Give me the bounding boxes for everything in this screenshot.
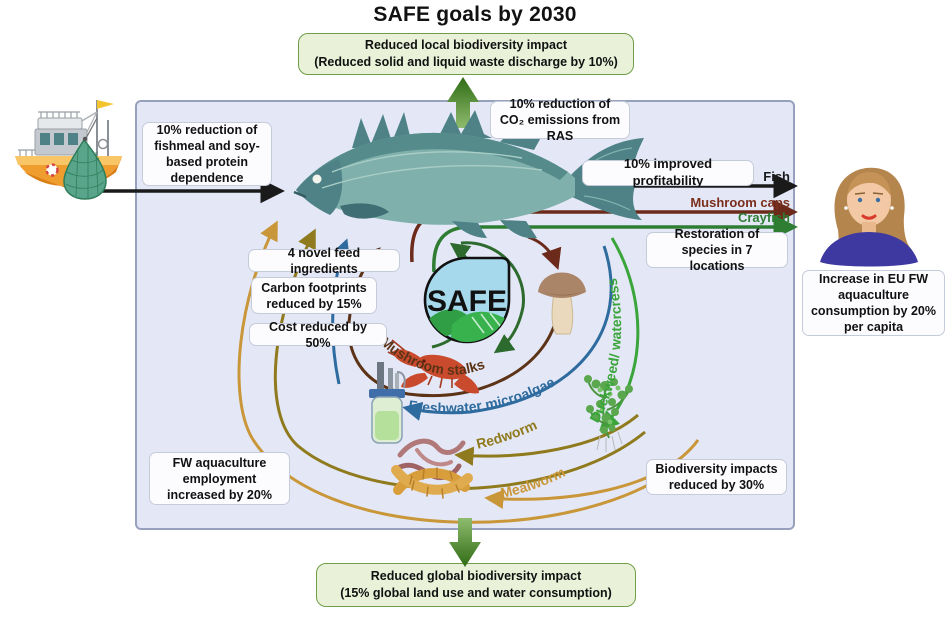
fish-flow-label: Fish: [763, 169, 790, 184]
box-text: FW aquaculture employment increased by 2…: [167, 455, 272, 502]
box-text: Cost reduced by 50%: [269, 319, 367, 350]
consumption-box: Increase in EU FW aquaculture consumptio…: [802, 270, 945, 336]
page-title: SAFE goals by 2030: [373, 3, 577, 26]
global-biodiversity-goal-box: Reduced global biodiversity impact (15% …: [316, 563, 636, 607]
cost-reduction-box: Cost reduced by 50%: [249, 320, 387, 350]
goal-line: (15% global land use and water consumpti…: [340, 586, 612, 600]
goal-line: Reduced local biodiversity impact: [364, 38, 568, 53]
employment-box: FW aquaculture employment increased by 2…: [149, 452, 290, 505]
profitability-box: 10% improved profitability: [582, 156, 754, 188]
box-text: 4 novel feed ingredients: [287, 245, 361, 276]
local-biodiversity-goal-box: Reduced local biodiversity impact (Reduc…: [298, 33, 634, 75]
restoration-box: Restoration of species in 7 locations: [646, 227, 788, 273]
carbon-footprint-box: Carbon footprints reduced by 15%: [251, 277, 377, 314]
box-text: 10% reduction of fishmeal and soy-based …: [154, 123, 260, 185]
box-text: 10% improved profitability: [623, 156, 713, 188]
co2-reduction-box: 10% reduction of CO₂ emissions from RAS: [490, 97, 630, 143]
goal-line: (Reduced solid and liquid waste discharg…: [314, 55, 618, 69]
goal-line: Reduced global biodiversity impact: [370, 569, 582, 584]
box-text: Increase in EU FW aquaculture consumptio…: [810, 272, 937, 334]
box-text: Biodiversity impacts reduced by 30%: [655, 462, 778, 492]
crayfish-flow-label: Crayfish: [737, 210, 790, 225]
mushroom-caps-flow-label: Mushroom caps: [690, 195, 790, 210]
consumer-illustration: [820, 167, 918, 267]
box-text: Carbon footprints reduced by 15%: [261, 280, 367, 311]
fishmeal-reduction-box: 10% reduction of fishmeal and soy-based …: [142, 122, 272, 186]
fishing-boat-illustration: [15, 100, 122, 200]
box-text: Restoration of species in 7 locations: [674, 227, 760, 273]
biodiversity-box: Biodiversity impacts reduced by 30%: [646, 459, 787, 495]
novel-feed-box: 4 novel feed ingredients: [248, 246, 400, 276]
box-text: 10% reduction of CO₂ emissions from RAS: [499, 97, 621, 143]
